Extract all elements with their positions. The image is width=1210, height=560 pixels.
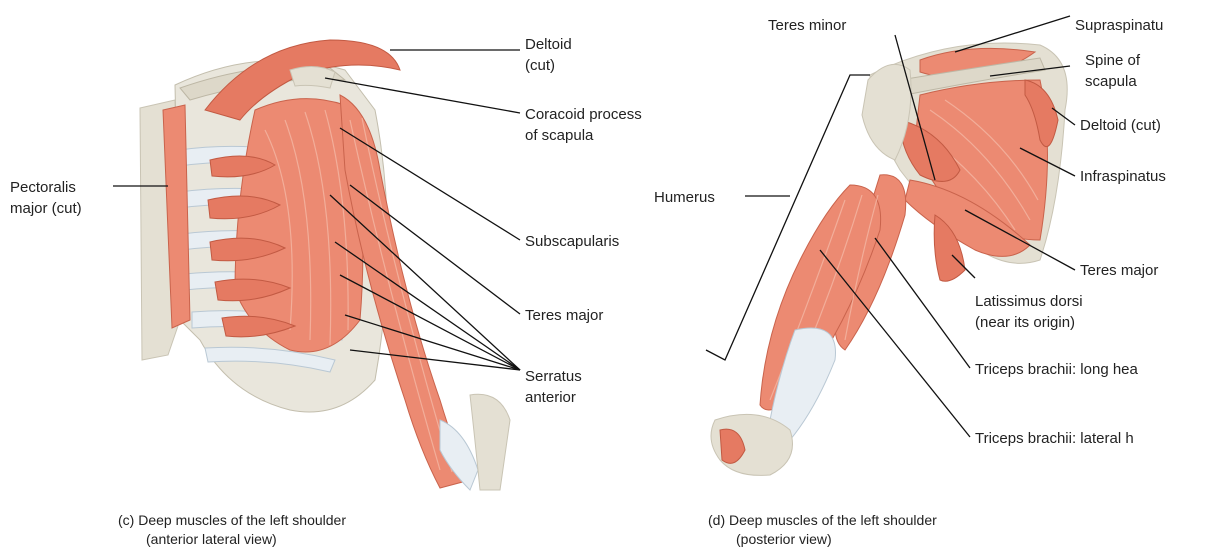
label-pectoralis-line1: Pectoralis bbox=[10, 179, 76, 196]
label-spine-line1: Spine of bbox=[1085, 52, 1141, 69]
label-pectoralis-line2: major (cut) bbox=[10, 200, 82, 217]
caption-left-line2: (anterior lateral view) bbox=[146, 531, 277, 547]
coracoid-shape bbox=[290, 66, 335, 88]
label-coracoid-line1: Coracoid process bbox=[525, 106, 642, 123]
label-triceps-long: Triceps brachii: long hea bbox=[975, 361, 1139, 378]
label-triceps-lateral: Triceps brachii: lateral h bbox=[975, 430, 1134, 447]
label-deltoid-line1: Deltoid bbox=[525, 36, 572, 53]
caption-right-line1: (d) Deep muscles of the left shoulder bbox=[708, 512, 937, 528]
label-humerus: Humerus bbox=[654, 189, 715, 206]
label-latissimus-line2: (near its origin) bbox=[975, 314, 1075, 331]
label-deltoid-cut-right: Deltoid (cut) bbox=[1080, 117, 1161, 134]
label-teres-major-left: Teres major bbox=[525, 307, 603, 324]
label-latissimus-line1: Latissimus dorsi bbox=[975, 293, 1083, 310]
label-teres-major-right: Teres major bbox=[1080, 262, 1158, 279]
label-serratus-line2: anterior bbox=[525, 389, 576, 406]
caption-left-line1: (c) Deep muscles of the left shoulder bbox=[118, 512, 346, 528]
label-serratus-line1: Serratus bbox=[525, 368, 582, 385]
label-infraspinatus: Infraspinatus bbox=[1080, 168, 1166, 185]
label-spine-line2: scapula bbox=[1085, 73, 1137, 90]
label-deltoid-line2: (cut) bbox=[525, 57, 555, 74]
label-supraspinatus: Supraspinatu bbox=[1075, 17, 1163, 34]
label-subscapularis: Subscapularis bbox=[525, 233, 619, 250]
label-teres-minor: Teres minor bbox=[768, 17, 846, 34]
label-coracoid-line2: of scapula bbox=[525, 127, 594, 144]
caption-right-line2: (posterior view) bbox=[736, 531, 832, 547]
right-illustration bbox=[711, 43, 1067, 475]
